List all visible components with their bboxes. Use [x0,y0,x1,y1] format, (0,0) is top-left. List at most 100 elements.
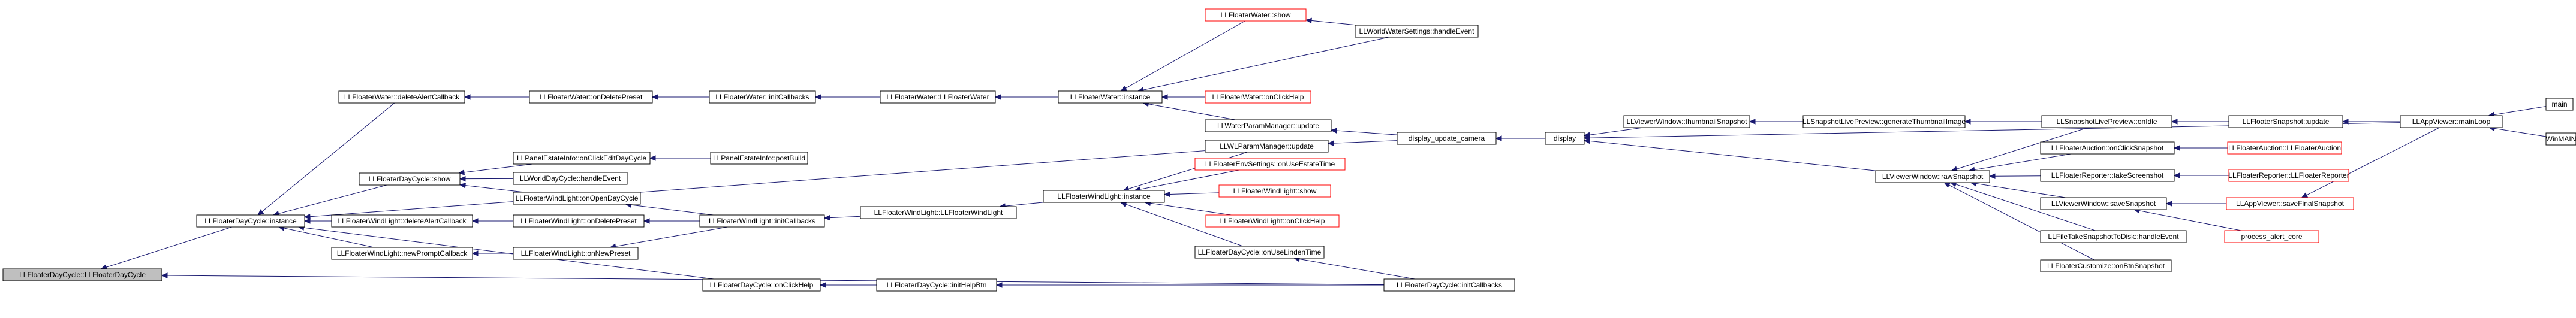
edge-fwl_onClickHelp-to-fwl_instance [1144,200,1232,216]
edge-line [1994,175,2041,177]
node-pei_postBuild[interactable]: LLPanelEstateInfo::postBuild [710,152,808,165]
node-fts_handleEvent[interactable]: LLFileTakeSnapshotToDisk::handleEvent [2040,230,2187,243]
node-label: LLFloaterWater::instance [1070,93,1151,101]
edge-arrowhead [2165,201,2172,207]
node-label: LLFloaterWater::show [1221,11,1291,19]
node-pei_onClickEditDayCycle[interactable]: LLPanelEstateInfo::onClickEditDayCycle [513,152,651,165]
node-slp_onIdle[interactable]: LLSnapshotLivePreview::onIdle [2041,115,2172,128]
edge-line [829,216,861,219]
edge-display-to-display_update_camera [1495,135,1545,141]
node-label: LLFloaterDayCycle::onClickHelp [710,281,814,289]
node-winmain[interactable]: WinMAIN [2545,132,2576,146]
node-box [2226,197,2354,210]
edge-line [2494,106,2547,116]
node-fdc_initHelpBtn[interactable]: LLFloaterDayCycle::initHelpBtn [876,278,997,292]
node-box [699,214,825,228]
edge-line [1955,184,2096,231]
node-wpm_update[interactable]: LLWaterParamManager::update [1205,119,1332,132]
node-fwl_newPrompt[interactable]: LLFloaterWindLight::newPromptCallback [331,247,473,260]
node-fc_onBtnSnapshot[interactable]: LLFloaterCustomize::onBtnSnapshot [2040,259,2172,272]
node-app_saveFinal[interactable]: LLAppViewer::saveFinalSnapshot [2226,197,2354,210]
edge-wdc_handleEvent-to-fdc_show [459,175,514,182]
node-fwl_instance[interactable]: LLFloaterWindLight::instance [1043,190,1165,203]
node-fw_ctor[interactable]: LLFloaterWater::LLFloaterWater [880,90,996,104]
edge-fdc_instance-to-root [100,226,232,270]
edge-fr_takeScreenshot-to-vw_rawSnapshot [1988,173,2041,180]
node-label: LLFloaterWindLight::instance [1057,192,1151,201]
node-fa_ctor[interactable]: LLFloaterAuction::LLFloaterAuction [2227,141,2342,155]
node-label: LLFloaterDayCycle::show [369,175,451,183]
edge-line [1949,184,2094,261]
node-fw_onClickHelp[interactable]: LLFloaterWater::onClickHelp [1205,90,1311,104]
edge-pei_postBuild-to-pei_onClickEditDayCycle [649,155,711,161]
node-box [359,172,461,186]
edge-line [631,204,714,216]
node-fwl_initCallbacks[interactable]: LLFloaterWindLight::initCallbacks [699,214,825,228]
edge-arrowhead [303,218,311,224]
node-label: display [1554,134,1576,143]
node-fdc_show[interactable]: LLFloaterDayCycle::show [359,172,461,186]
node-box [513,152,651,165]
node-process_alert_core[interactable]: process_alert_core [2224,230,2319,243]
node-display[interactable]: display [1545,132,1585,145]
node-vw_thumbnail[interactable]: LLViewerWindow::thumbnailSnapshot [1623,115,1750,128]
node-fwl_show[interactable]: LLFloaterWindLight::show [1218,184,1331,198]
node-box [1545,132,1585,145]
edge-line [1126,204,1243,247]
edge-arrowhead [823,214,830,221]
node-fr_takeScreenshot[interactable]: LLFloaterReporter::takeScreenshot [2040,169,2175,182]
node-wdc_handleEvent[interactable]: LLWorldDayCycle::handleEvent [513,172,628,185]
node-fw_instance[interactable]: LLFloaterWater::instance [1058,90,1163,104]
node-fes_onUseEstateTime[interactable]: LLFloaterEnvSettings::onUseEstateTime [1194,158,1346,171]
node-fs_update[interactable]: LLFloaterSnapshot::update [2228,115,2343,128]
node-fw_onDeletePreset[interactable]: LLFloaterWater::onDeletePreset [529,90,653,104]
node-fwl_onDeletePreset[interactable]: LLFloaterWindLight::onDeletePreset [513,214,645,228]
edge-arrowhead [1327,140,1334,146]
node-fw_deleteAlert[interactable]: LLFloaterWater::deleteAlertCallback [338,90,465,104]
node-fwl_deleteAlert[interactable]: LLFloaterWindLight::deleteAlertCallback [331,214,473,228]
node-box [860,206,1017,219]
node-box [513,172,628,185]
node-fwl_onNewPreset[interactable]: LLFloaterWindLight::onNewPreset [513,247,639,260]
node-fw_initCallbacks[interactable]: LLFloaterWater::initCallbacks [709,90,816,104]
node-fw_show[interactable]: LLFloaterWater::show [1205,8,1307,22]
node-wlpm_update[interactable]: LLWLParamManager::update [1205,140,1329,153]
edge-fwl_initCallbacks-to-fwl_onDeletePreset [643,218,700,224]
node-display_update_camera[interactable]: display_update_camera [1397,132,1497,145]
node-fwl_onClickHelp[interactable]: LLFloaterWindLight::onClickHelp [1205,214,1340,228]
node-vw_saveSnapshot[interactable]: LLViewerWindow::saveSnapshot [2040,197,2167,210]
node-fdc_onClickHelp[interactable]: LLFloaterDayCycle::onClickHelp [702,278,821,292]
node-box [709,90,816,104]
node-box [2040,197,2167,210]
node-label: LLSnapshotLivePreview::generateThumbnail… [1802,117,1966,126]
node-slp_generateThumb[interactable]: LLSnapshotLivePreview::generateThumbnail… [1802,115,1966,128]
node-label: LLFloaterDayCycle::LLFloaterDayCycle [19,271,146,279]
edge-fr_ctor-to-fr_takeScreenshot [2173,172,2229,178]
node-fdc_onUseLindenTime[interactable]: LLFloaterDayCycle::onUseLindenTime [1194,246,1325,259]
edge-arrowhead [1495,135,1502,141]
node-label: LLFloaterDayCycle::instance [204,217,297,225]
edge-line [1169,192,1220,195]
edge-arrowhead [1120,86,1127,92]
edge-fwl_show-to-fwl_instance [1163,191,1220,198]
node-box [1194,246,1325,259]
edge-line [1974,153,2071,171]
node-fdc_initCallbacks[interactable]: LLFloaterDayCycle::initCallbacks [1383,278,1515,292]
node-fwl_onOpenDayCycle[interactable]: LLFloaterWindLight::onOpenDayCycle [513,192,641,205]
node-fdc_instance[interactable]: LLFloaterDayCycle::instance [196,214,305,228]
node-main[interactable]: main [2545,98,2574,111]
node-label: LLSnapshotLivePreview::onIdle [2056,117,2157,126]
node-fa_onClickSnapshot[interactable]: LLFloaterAuction::onClickSnapshot [2040,141,2175,155]
node-app_mainLoop[interactable]: LLAppViewer::mainLoop [2400,115,2503,128]
node-box [1043,190,1165,203]
node-root[interactable]: LLFloaterDayCycle::LLFloaterDayCycle [2,268,162,281]
node-fwl_ctor[interactable]: LLFloaterWindLight::LLFloaterWindLight [860,206,1017,219]
node-wws_handleEvent[interactable]: LLWorldWaterSettings::handleEvent [1355,25,1479,38]
edge-app_mainLoop-to-app_saveFinal [2301,127,2440,198]
edge-arrowhead [819,282,826,288]
node-label: LLFloaterAuction::onClickSnapshot [2051,144,2164,152]
edge-display_update_camera-to-wpm_update [1330,128,1398,135]
edge-arrowhead [2301,192,2309,198]
node-vw_rawSnapshot[interactable]: LLViewerWindow::rawSnapshot [1875,170,1990,183]
node-fr_ctor[interactable]: LLFloaterReporter::LLFloaterReporter [2228,169,2349,182]
